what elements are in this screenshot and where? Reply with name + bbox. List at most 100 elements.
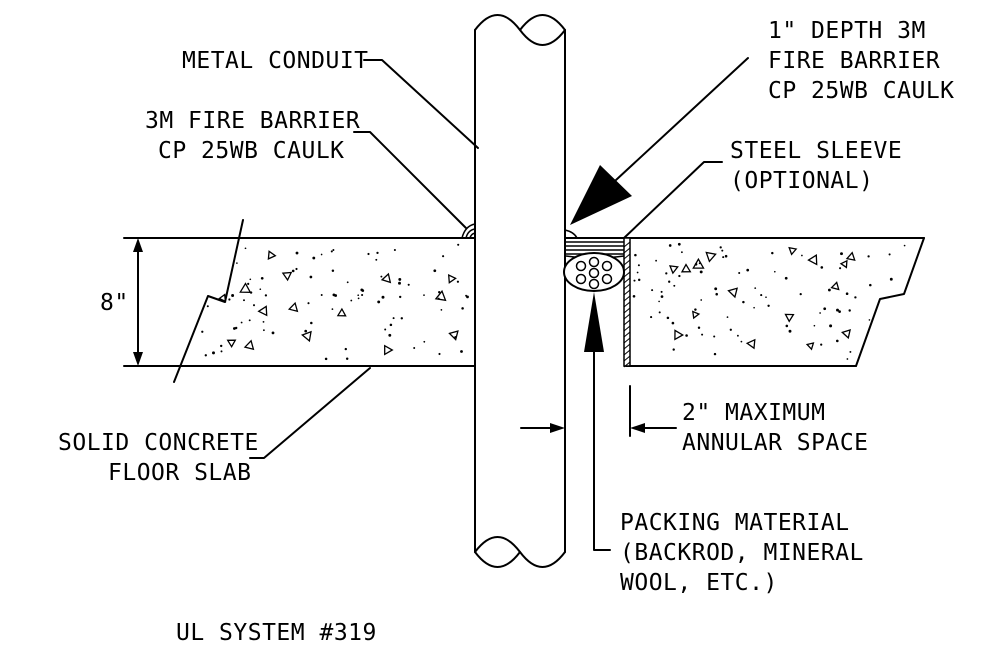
aggregate-dot	[334, 294, 338, 297]
aggregate-stone	[784, 313, 795, 323]
aggregate-dot	[839, 267, 842, 270]
aggregate-dot	[819, 312, 821, 314]
annular-dimension	[520, 385, 677, 437]
aggregate-dot	[442, 255, 445, 258]
aggregate-dot	[836, 308, 839, 312]
aggregate-dot	[345, 357, 349, 361]
aggregate-stone	[692, 310, 701, 320]
aggregate-stone	[745, 338, 756, 350]
aggregate-dot	[201, 330, 204, 333]
aggregate-dot	[357, 294, 360, 297]
aggregate-dot	[699, 270, 703, 274]
aggregate-dot	[320, 253, 323, 256]
depth-caulk-label-line2: FIRE BARRIER	[768, 48, 940, 74]
sleeve-hatch-line	[623, 253, 631, 260]
aggregate-dot	[392, 317, 395, 320]
concrete-aggregate	[201, 242, 906, 361]
aggregate-dot	[651, 289, 654, 292]
sleeve-hatch-line	[623, 325, 631, 332]
aggregate-dot	[840, 252, 843, 256]
aggregate-dot	[784, 276, 788, 280]
sleeve-hatch-line	[623, 241, 631, 248]
depth-caulk-label-line1: 1" DEPTH 3M	[768, 18, 926, 44]
aggregate-dot	[767, 304, 770, 307]
aggregate-dot	[799, 292, 802, 296]
aggregate-dot	[754, 287, 757, 289]
aggregate-stone	[267, 250, 277, 260]
aggregate-dot	[685, 334, 688, 337]
aggregate-stone	[448, 330, 459, 341]
aggregate-dot	[633, 279, 636, 282]
aggregate-dot	[310, 321, 313, 325]
aggregate-dot	[867, 255, 870, 258]
aggregate-dot	[312, 256, 316, 260]
annular-label-line2: ANNULAR SPACE	[682, 430, 869, 456]
aggregate-dot	[361, 293, 364, 297]
aggregate-dot	[788, 329, 792, 333]
aggregate-dot	[407, 283, 410, 286]
aggregate-dot	[848, 309, 851, 312]
aggregate-dot	[658, 300, 660, 303]
aggregate-dot	[249, 278, 252, 281]
aggregate-dot	[660, 295, 664, 298]
aggregate-dot	[823, 307, 827, 311]
steel-sleeve-label-line2: (OPTIONAL)	[730, 168, 873, 194]
aggregate-stone	[336, 307, 347, 317]
aggregate-dot	[252, 304, 256, 307]
aggregate-stone	[287, 301, 299, 313]
aggregate-dot	[714, 287, 718, 291]
aggregate-dot	[360, 288, 364, 292]
aggregate-dot	[869, 283, 872, 287]
caulk-left-label-line2: CP 25WB CAULK	[158, 138, 345, 164]
aggregate-dot	[204, 354, 207, 357]
aggregate-dot	[701, 333, 704, 336]
aggregate-dot	[742, 300, 745, 304]
aggregate-dot	[637, 264, 640, 267]
sleeve-hatch-line	[623, 319, 631, 326]
caulk-left-label-line1: 3M FIRE BARRIER	[145, 108, 360, 134]
aggregate-dot	[244, 247, 247, 250]
aggregate-dot	[247, 282, 250, 285]
sleeve-hatch-line	[623, 361, 631, 368]
leader-depth-caulk	[570, 57, 749, 225]
aggregate-dot	[212, 351, 215, 355]
aggregate-dot	[219, 344, 223, 348]
depth-caulk-label-line3: CP 25WB CAULK	[768, 78, 955, 104]
aggregate-dot	[713, 335, 716, 338]
aggregate-dot	[868, 319, 871, 321]
sleeve-hatch-line	[623, 295, 631, 302]
sleeve-hatch-line	[623, 337, 631, 344]
aggregate-dot	[774, 270, 776, 273]
aggregate-dot	[398, 277, 402, 281]
aggregate-dot	[671, 321, 675, 325]
aggregate-dot	[234, 326, 238, 330]
right-break-line	[855, 237, 925, 367]
aggregate-stone	[301, 330, 312, 343]
aggregate-dot	[678, 274, 681, 278]
aggregate-dot	[228, 298, 231, 301]
aggregate-dot	[738, 271, 741, 275]
aggregate-dot	[700, 299, 703, 301]
leader-caulk-left	[353, 131, 467, 229]
aggregate-dot	[389, 323, 393, 327]
sleeve-hatch-line	[623, 247, 631, 254]
aggregate-dot	[236, 262, 238, 264]
aggregate-dot	[665, 272, 668, 275]
thickness-label: 8"	[100, 290, 129, 316]
aggregate-stone	[705, 251, 717, 263]
aggregate-dot	[295, 267, 298, 271]
aggregate-dot	[634, 253, 637, 257]
aggregate-dot	[719, 246, 722, 249]
aggregate-dot	[903, 244, 906, 247]
aggregate-dot	[636, 271, 639, 274]
aggregate-dot	[849, 350, 852, 353]
leader-steel-sleeve	[623, 161, 723, 239]
aggregate-dot	[423, 294, 425, 296]
aggregate-dot	[668, 280, 671, 283]
aggregate-dot	[324, 357, 328, 361]
left-break-line	[173, 219, 244, 383]
aggregate-dot	[332, 249, 335, 251]
aggregate-dot	[413, 347, 416, 349]
